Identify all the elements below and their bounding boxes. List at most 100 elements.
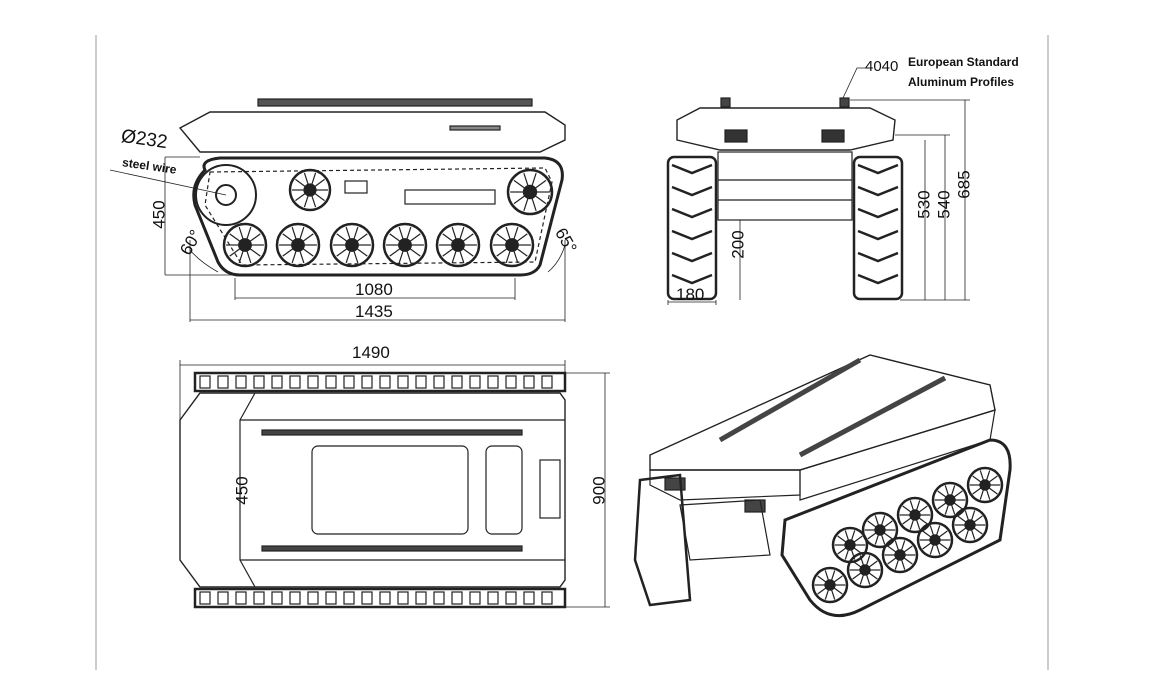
wheel-spoke xyxy=(936,544,941,555)
wheel-spoke xyxy=(894,540,899,551)
wheel-hub xyxy=(929,534,941,546)
track-tread xyxy=(433,375,445,389)
wheel-spoke xyxy=(844,549,849,560)
wheel-spoke xyxy=(238,250,244,264)
wheel-spoke xyxy=(852,560,862,568)
wheel-spoke xyxy=(964,510,969,521)
wheel-spoke xyxy=(979,470,984,481)
track-tread xyxy=(217,591,229,605)
wheel-hub xyxy=(303,183,317,197)
road-wheel xyxy=(966,466,1004,504)
wheel-spoke xyxy=(356,248,368,257)
wheel-hub xyxy=(944,494,956,506)
wheel-spoke xyxy=(902,517,912,525)
wheel-spoke xyxy=(944,504,949,515)
track-tread xyxy=(541,591,553,605)
wheel-spoke xyxy=(901,559,906,570)
wheel-spoke xyxy=(409,248,421,257)
track-tread xyxy=(451,375,463,389)
wheel-spoke xyxy=(951,504,956,515)
wheel-spoke xyxy=(938,542,948,550)
road-wheel xyxy=(931,481,969,519)
wheel-spoke xyxy=(988,475,998,483)
wheel-spoke xyxy=(824,570,829,581)
wheel-spoke xyxy=(844,530,849,541)
wheel-spoke xyxy=(972,475,982,483)
wheel-spoke xyxy=(859,574,864,585)
wheel-spoke xyxy=(534,195,547,205)
road-wheel xyxy=(896,496,934,534)
track-tread xyxy=(343,591,355,605)
wheel-spoke xyxy=(881,534,886,545)
wheel-spoke xyxy=(249,233,261,242)
wheel-spoke xyxy=(973,515,983,523)
wheel-spoke xyxy=(971,510,976,521)
track-tread xyxy=(487,591,499,605)
wheel-spoke xyxy=(903,545,913,553)
track-tread xyxy=(397,591,409,605)
track-width-label: 180 xyxy=(676,285,705,304)
track-tread xyxy=(857,163,899,175)
wheel-spoke xyxy=(345,226,351,240)
wheel-spoke xyxy=(311,172,317,185)
wheel-spoke xyxy=(953,490,963,498)
wheel-spoke xyxy=(979,489,984,500)
wheel-spoke xyxy=(302,248,314,257)
road-wheel xyxy=(275,222,321,268)
wheel-spoke xyxy=(451,250,457,264)
track-tread xyxy=(361,375,373,389)
wheel-spoke xyxy=(302,233,314,242)
overall-track-length-label: 1435 xyxy=(355,302,393,321)
wheel-spoke xyxy=(874,534,879,545)
track-tread xyxy=(541,375,553,389)
wheel-spoke xyxy=(442,233,454,242)
wheel-spoke xyxy=(531,172,537,186)
wheel-hub xyxy=(451,238,465,252)
wheel-spoke xyxy=(972,487,982,495)
wheel-spoke xyxy=(817,575,827,583)
wheel-hub xyxy=(505,238,519,252)
wheel-hub xyxy=(291,238,305,252)
track-tread xyxy=(289,375,301,389)
wheel-spoke xyxy=(345,250,351,264)
wheel-spoke xyxy=(282,233,294,242)
wheel-hub xyxy=(894,549,906,561)
road-wheel xyxy=(288,168,332,212)
wheel-spoke xyxy=(922,530,932,538)
wheel-spoke xyxy=(824,589,829,600)
track-tread xyxy=(487,375,499,389)
wheel-spoke xyxy=(516,233,528,242)
side-view xyxy=(178,98,566,277)
wheel-spoke xyxy=(336,233,348,242)
track-tread xyxy=(469,375,481,389)
wheel-spoke xyxy=(944,485,949,496)
wheel-spoke xyxy=(513,179,526,189)
wheel-spoke xyxy=(505,250,511,264)
road-wheel xyxy=(435,222,481,268)
height-540-label: 540 xyxy=(934,190,954,219)
wheel-spoke xyxy=(459,226,465,240)
wheel-hub xyxy=(859,564,871,576)
wheel-spoke xyxy=(246,250,252,264)
wheel-spoke xyxy=(229,248,241,257)
track-tread xyxy=(307,375,319,389)
wheel-spoke xyxy=(389,248,401,257)
profile-description-line2: Aluminum Profiles xyxy=(908,75,1015,89)
road-wheel xyxy=(861,511,899,549)
road-wheel xyxy=(881,536,919,574)
wheel-hub xyxy=(824,579,836,591)
wheel-spoke xyxy=(353,226,359,240)
track-tread xyxy=(217,375,229,389)
road-wheel xyxy=(382,222,428,268)
wheel-spoke xyxy=(837,535,847,543)
track-tread xyxy=(235,591,247,605)
wheel-spoke xyxy=(389,233,401,242)
wheel-spoke xyxy=(936,525,941,536)
wheel-spoke xyxy=(938,530,948,538)
wheel-spoke xyxy=(937,502,947,510)
wheel-spoke xyxy=(291,226,297,240)
wheel-spoke xyxy=(462,233,474,242)
wheel-spoke xyxy=(531,198,537,212)
track-height-label: 450 xyxy=(149,200,169,229)
wheel-spoke xyxy=(866,555,871,566)
